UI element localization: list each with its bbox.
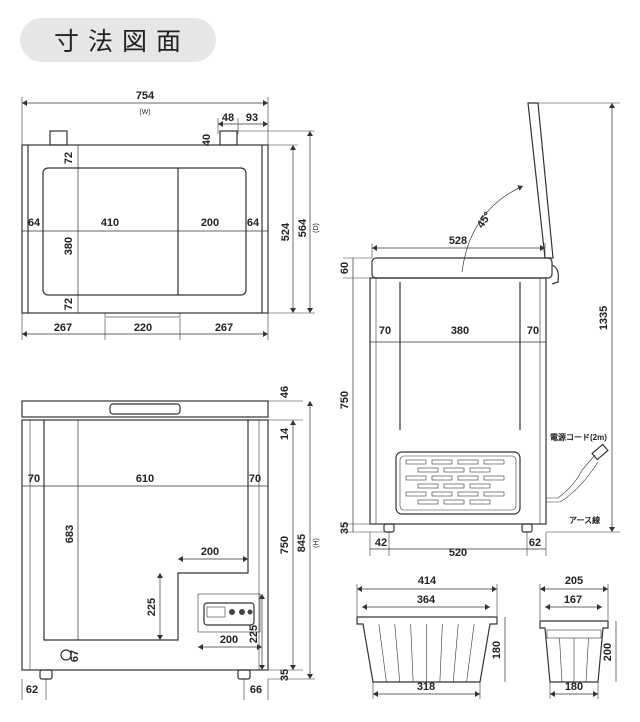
top-depth-inner-label: 524 [280, 222, 292, 241]
basket-side-bottom-label: 180 [565, 681, 583, 693]
top-lid-bottom-label: 72 [63, 298, 75, 310]
top-bottom-left-label: 267 [54, 322, 72, 334]
top-right-label: 64 [247, 217, 260, 229]
top-width-label: 754 [136, 90, 155, 102]
front-lid-h-label: 46 [279, 386, 291, 398]
top-depth-label: 564 [297, 218, 309, 237]
title-badge: 寸法図面 [20, 18, 216, 62]
side-lid-w-label: 528 [449, 235, 467, 247]
front-panel-w-label: 200 [220, 634, 238, 646]
basket-side-top-label: 205 [565, 575, 583, 587]
side-lid-h-label: 60 [339, 262, 351, 274]
side-body-h-label: 750 [339, 391, 351, 409]
basket-side-height-label: 200 [602, 643, 614, 661]
side-grille [405, 459, 505, 505]
top-right-in-label: 200 [201, 217, 219, 229]
front-panel-h-label: 225 [248, 625, 260, 643]
front-foot-left-label: 62 [26, 684, 38, 696]
top-hinge-offset-label: 93 [246, 112, 258, 124]
front-inner-h-label: 683 [64, 525, 76, 543]
side-foot-right-label: 62 [529, 537, 541, 549]
basket-side-view: 205 167 180 200 [539, 575, 617, 699]
side-base-label: 520 [449, 547, 467, 559]
top-width-note: (W) [139, 109, 150, 116]
front-height-label: 845 [296, 534, 308, 552]
top-lid-h-label: 380 [63, 237, 75, 255]
side-left-label: 70 [379, 325, 391, 337]
front-center-label: 610 [136, 473, 154, 485]
side-right-label: 70 [527, 325, 539, 337]
top-hinge-h-label: 40 [201, 134, 213, 146]
top-depth-note: (D) [313, 223, 320, 233]
top-lid-top-label: 72 [63, 152, 75, 164]
front-foot-right-label: 66 [250, 684, 262, 696]
page-title: 寸法図面 [53, 27, 190, 56]
top-pad-label: 48 [222, 112, 234, 124]
basket-front-height-label: 180 [491, 641, 503, 659]
basket-front-bottom-label: 318 [417, 681, 435, 693]
side-foot-h-label: 35 [339, 522, 351, 534]
front-left-label: 70 [28, 473, 40, 485]
side-open-h-label: 1335 [598, 306, 610, 330]
front-height-note: (H) [313, 538, 320, 548]
front-drain-h-label: 67 [69, 650, 81, 662]
front-view: 70 610 70 683 200 225 200 225 67 62 66 [21, 386, 320, 700]
side-center-label: 380 [451, 325, 469, 337]
front-gap-label: 14 [279, 427, 291, 440]
front-right-label: 70 [249, 473, 261, 485]
top-bottom-mid-label: 220 [134, 322, 152, 334]
top-center-label: 410 [101, 217, 119, 229]
top-bottom-right-label: 267 [215, 322, 233, 334]
side-foot-left-label: 42 [375, 537, 387, 549]
basket-front-top-label: 414 [418, 575, 437, 587]
side-cord-label: 電源コード(2m) [550, 432, 607, 442]
side-lid-angle-label: 45° [475, 210, 494, 231]
front-step-w-label: 200 [201, 546, 219, 558]
top-view: 754 (W) 48 93 40 64 410 200 64 72 380 72 [21, 90, 320, 340]
front-body-h-label: 750 [279, 536, 291, 554]
basket-side-inner-top-label: 167 [564, 594, 582, 606]
top-left-label: 64 [28, 217, 41, 229]
front-step-h-label: 225 [146, 598, 158, 616]
side-view: 45° 528 70 380 70 電源コード(2m) アース線 [339, 102, 620, 559]
basket-front-view: 414 364 318 180 [356, 575, 506, 699]
side-earth-label: アース線 [569, 515, 600, 525]
basket-front-inner-top-label: 364 [417, 594, 436, 606]
front-foot-h-label: 35 [279, 669, 291, 681]
